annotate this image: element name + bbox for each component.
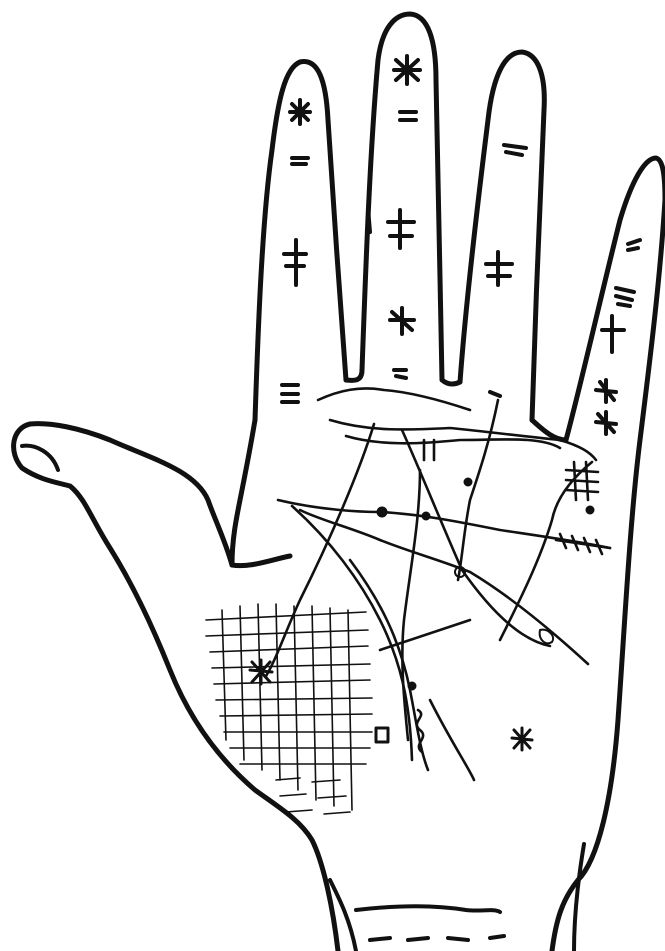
ring-finger-outline [460,52,544,420]
venus-lower-dashes [276,778,350,814]
cross-line-f [430,700,474,780]
middle-crease-lower [394,370,406,378]
index-crease-lower [282,385,298,402]
dot-life-line [408,682,416,690]
index-star-mark [290,100,310,124]
dot-head-line-2 [422,512,430,520]
cross-line-b [266,424,374,676]
palm-left-upper-edge [232,420,290,566]
square-mark [376,728,388,742]
bracelet-lower [370,936,504,940]
middle-cross-mark [368,208,414,248]
tassel-marks [556,534,610,554]
dot-sun-line [464,478,472,486]
finger-base-line [318,388,470,410]
cross-line-a [300,510,588,664]
bracelet-upper [356,906,500,912]
middle-star-lower [390,308,414,334]
sun-line [458,400,498,580]
star-mark-palm [512,728,532,750]
grille-mark [566,462,598,500]
venus-horizontal-lines [206,612,372,764]
thumb-nail [22,446,58,470]
middle-crease-upper [400,112,416,120]
palm-lines [266,388,610,780]
little-star-marks [596,380,616,434]
dot-mercury [586,506,594,514]
little-cross-mark [602,316,624,352]
wrist-line-right [574,844,584,951]
ring-crease-lower [490,392,500,396]
wrist-bracelets [330,844,584,951]
little-crease-middle [616,288,634,306]
middle-star-mark [394,56,420,84]
index-cross-mark [284,240,306,285]
index-crease-upper [292,158,308,164]
little-crease-upper [628,240,640,250]
ring-cross-mark [486,252,512,285]
venus-crosshatch [206,604,372,814]
ring-crease-upper [504,145,526,155]
dot-head-line [377,507,387,517]
palm-right-edge [552,200,665,951]
star-mark-venus [250,660,272,684]
palm-symbols [250,478,594,750]
hand-outline [14,14,665,951]
